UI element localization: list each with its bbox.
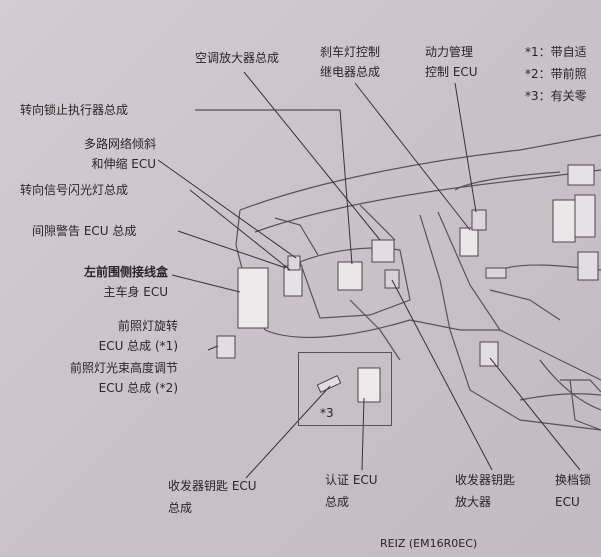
- right-ecu-part-1: [552, 199, 576, 243]
- center-part: [485, 267, 507, 279]
- label-stop-lamp-relay-line1: 刹车灯控制: [320, 45, 381, 59]
- label-transponder-key-amp-line2: 放大器: [455, 495, 492, 509]
- label-air-conditioner-amplifier: 空调放大器总成: [195, 51, 280, 65]
- label-transponder-key-ecu-line1: 收发器钥匙 ECU: [168, 479, 257, 493]
- label-certification-ecu-line1: 认证 ECU: [325, 473, 378, 487]
- steering-lock-part: [337, 261, 363, 291]
- page-reference-code: REIZ (EM16R0EC): [380, 537, 478, 550]
- right-ecu-part-3: [577, 251, 599, 281]
- transponder-amp-part: [384, 269, 400, 289]
- dashboard-outline: [235, 134, 601, 431]
- left-junction-block-part: [237, 267, 269, 329]
- shift-lock-part: [479, 341, 499, 367]
- note-3: *3：有关零: [525, 89, 587, 103]
- label-transponder-key-ecu-line2: 总成: [168, 501, 193, 515]
- component-shapes: [216, 164, 599, 403]
- label-stop-lamp-relay-line2: 继电器总成: [320, 65, 381, 79]
- box-marker: *3: [320, 406, 334, 420]
- label-turn-signal-flasher: 转向信号闪光灯总成: [20, 183, 129, 197]
- label-headlamp-swivel-line1: 前照灯旋转: [117, 319, 178, 333]
- leader-lines: [157, 71, 581, 479]
- label-shift-lock-ecu-line2: ECU: [555, 495, 580, 509]
- certification-ecu-part: [357, 367, 381, 403]
- label-shift-lock-ecu-line1: 换档锁: [555, 473, 592, 487]
- label-steering-lock-actuator: 转向锁止执行器总成: [20, 103, 129, 117]
- transponder-key-ecu-part: [316, 375, 342, 393]
- label-headlamp-leveling-line2: ECU 总成 (*2): [98, 381, 178, 395]
- right-ecu-part-4: [567, 164, 595, 186]
- headlamp-ecu-part: [216, 335, 236, 359]
- detail-inset-box: [298, 352, 392, 426]
- clearance-sensor-part: [287, 255, 301, 271]
- label-power-mgmt-ecu-line1: 动力管理: [425, 45, 474, 59]
- ac-amplifier-part: [371, 239, 395, 263]
- note-2: *2：带前照: [525, 67, 587, 81]
- label-power-mgmt-ecu-line2: 控制 ECU: [425, 65, 478, 79]
- right-ecu-part-2: [574, 194, 596, 238]
- label-left-junction-block-line1: 左前围侧接线盒: [83, 265, 168, 279]
- label-multiplex-tilt-line2: 和伸缩 ECU: [91, 157, 156, 171]
- note-1: *1：带自适: [525, 45, 587, 59]
- power-ecu-part: [471, 209, 487, 231]
- label-left-junction-block-line2: 主车身 ECU: [103, 285, 168, 299]
- label-multiplex-tilt-line1: 多路网络倾斜: [83, 137, 156, 151]
- label-headlamp-swivel-line2: ECU 总成 (*1): [98, 339, 178, 353]
- label-transponder-key-amp-line1: 收发器钥匙: [455, 473, 516, 487]
- label-certification-ecu-line2: 总成: [325, 495, 350, 509]
- label-headlamp-leveling-line1: 前照灯光束高度调节: [69, 361, 178, 375]
- relay-part: [459, 227, 479, 257]
- label-clearance-warning-ecu: 间隙警告 ECU 总成: [32, 224, 137, 238]
